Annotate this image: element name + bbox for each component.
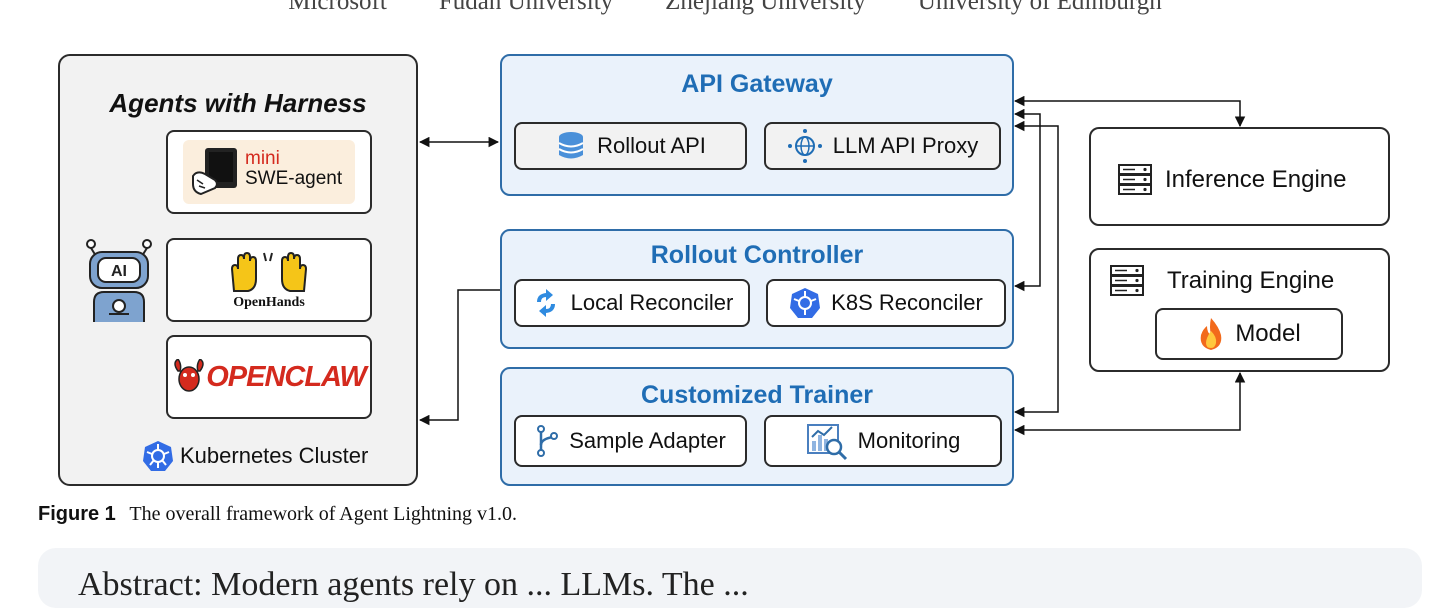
- kubernetes-cluster-text: Kubernetes Cluster: [180, 443, 369, 468]
- customized-trainer-box: Customized Trainer Sample Adapter Monito…: [500, 367, 1014, 486]
- connection-arrows: [418, 95, 1246, 436]
- figure-caption: Figure 1 The overall framework of Agent …: [38, 503, 517, 526]
- rollout-controller-box: Rollout Controller Local Reconciler K8S …: [500, 229, 1014, 349]
- robot-icon: AI: [86, 239, 152, 322]
- local-reconciler-box: Local Reconciler: [514, 279, 750, 327]
- sync-arrows-icon: [536, 289, 555, 317]
- arrow-gateway-inference: [1013, 95, 1246, 128]
- arrow-controller-agents: [418, 289, 500, 426]
- affiliation: Fudan University: [438, 0, 614, 15]
- model-box: Model: [1155, 308, 1343, 360]
- terminal-hand-icon: [192, 148, 237, 196]
- local-reconciler-label: Local Reconciler: [570, 290, 734, 315]
- openhands-name-text: OpenHands: [233, 295, 305, 310]
- sample-adapter-label: Sample Adapter: [569, 428, 726, 453]
- swe-agent-name-text: SWE-agent: [245, 168, 343, 189]
- network-globe-icon: [787, 129, 822, 163]
- api-gateway-title: API Gateway: [681, 70, 833, 98]
- rollout-controller-title: Rollout Controller: [650, 241, 864, 269]
- lobster-icon: [174, 359, 204, 392]
- abstract-preview-text: Abstract: Modern agents rely on ... LLMs…: [78, 566, 749, 603]
- figure-caption-text: The overall framework of Agent Lightning…: [129, 503, 518, 525]
- training-engine-box: Training Engine Model: [1089, 248, 1390, 372]
- inference-engine-label: Inference Engine: [1165, 166, 1347, 193]
- kubernetes-icon: [143, 441, 173, 471]
- server-icon: [1110, 265, 1144, 296]
- swe-agent-mini-text: mini: [245, 148, 280, 169]
- model-label: Model: [1235, 320, 1301, 347]
- agents-panel-title: Agents with Harness: [109, 88, 367, 118]
- rollout-api-label: Rollout API: [597, 133, 706, 158]
- sample-adapter-box: Sample Adapter: [514, 415, 747, 467]
- customized-trainer-title: Customized Trainer: [641, 381, 873, 409]
- database-icon: [558, 132, 584, 159]
- llm-api-proxy-box: LLM API Proxy: [764, 122, 1001, 170]
- affiliation: University of Edinburgh: [917, 0, 1162, 15]
- agent-card-openclaw: OPENCLAW: [166, 335, 372, 419]
- k8s-reconciler-box: K8S Reconciler: [766, 279, 1006, 327]
- monitoring-chart-icon: [806, 424, 847, 461]
- llm-api-proxy-label: LLM API Proxy: [832, 133, 979, 158]
- fire-icon: [1201, 318, 1222, 350]
- agent-card-swe-agent: mini SWE-agent: [166, 130, 372, 214]
- kubernetes-cluster-label: Kubernetes Cluster: [142, 440, 368, 472]
- k8s-reconciler-label: K8S Reconciler: [831, 290, 983, 315]
- affiliation: Zhejiang University: [665, 0, 866, 15]
- openhands-hands-icon: [230, 251, 308, 292]
- arrow-gateway-controller: [1013, 108, 1041, 292]
- arrow-gateway-trainer: [1013, 120, 1059, 418]
- robot-ai-text: AI: [111, 263, 127, 280]
- rollout-api-box: Rollout API: [514, 122, 747, 170]
- agent-card-openhands: OpenHands: [166, 238, 372, 322]
- figure-number: Figure 1: [38, 503, 116, 525]
- server-icon: [1118, 164, 1152, 195]
- kubernetes-icon: [790, 288, 821, 318]
- monitoring-box: Monitoring: [764, 415, 1002, 467]
- affiliations: Microsoft Fudan University Zhejiang Univ…: [0, 0, 1450, 16]
- inference-engine-box: Inference Engine: [1089, 127, 1390, 226]
- training-engine-label: Training Engine: [1167, 267, 1335, 294]
- affiliation: Microsoft: [288, 0, 387, 15]
- arrow-trainer-training: [1013, 371, 1246, 436]
- git-branch-icon: [537, 425, 559, 457]
- abstract-box: Abstract: Modern agents rely on ... LLMs…: [38, 548, 1422, 608]
- monitoring-label: Monitoring: [857, 428, 961, 453]
- openclaw-name-text: OPENCLAW: [206, 360, 367, 393]
- agents-panel: Agents with Harness AI mini SWE-agent: [58, 54, 418, 486]
- api-gateway-box: API Gateway Rollout API LLM API Proxy: [500, 54, 1014, 196]
